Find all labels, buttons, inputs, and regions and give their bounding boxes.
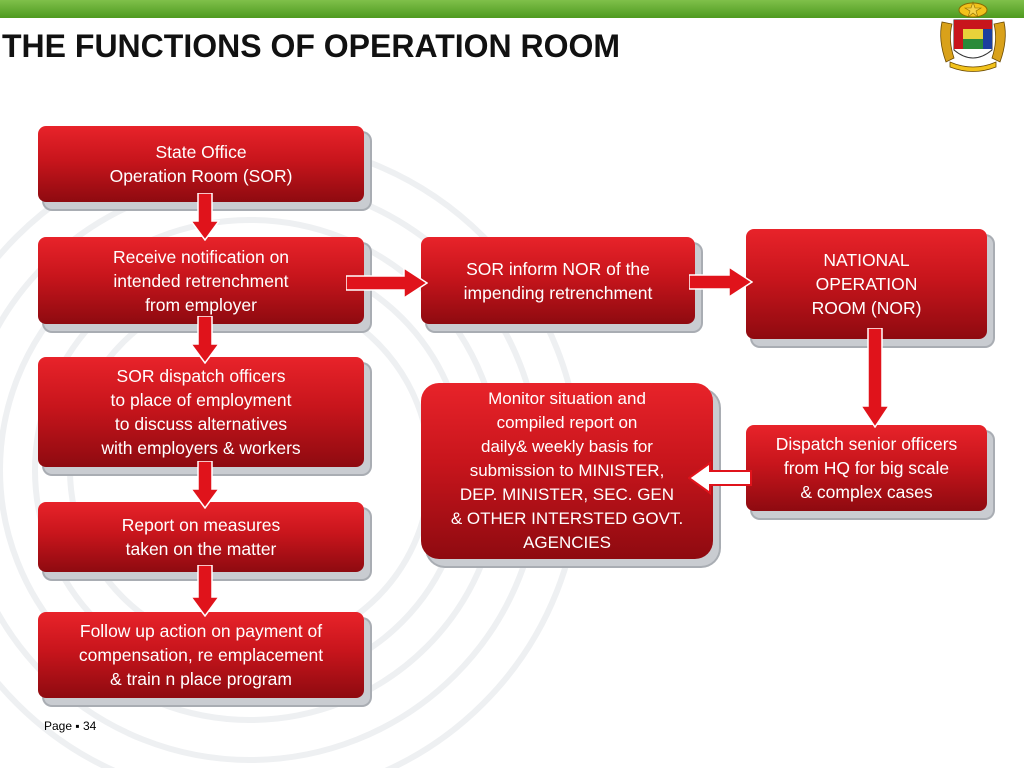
page-number: Page ▪ 34 [44,719,97,733]
box-receive-notification: Receive notification on intended retrenc… [38,237,364,324]
arrow-down-report-to-follow-up [190,565,220,617]
box-text: Monitor situation and compiled report on… [450,389,684,552]
box-text: SOR inform NOR of the impending retrench… [463,258,653,303]
arrow-right-inform-to-nor [689,266,753,298]
box-text: State Office Operation Room (SOR) [109,142,293,186]
box-sor-dispatch-officers: SOR dispatch officers to place of employ… [38,357,364,467]
box-state-office-operation-room: State Office Operation Room (SOR) [38,126,364,202]
top-accent-bar [0,0,1024,18]
box-report-on-measures: Report on measures taken on the matter [38,502,364,572]
box-dispatch-senior-officers: Dispatch senior officers from HQ for big… [746,425,987,511]
slide-title: THE FUNCTIONS OF OPERATION ROOM [2,28,621,64]
malaysia-coat-of-arms-icon [940,1,1006,72]
arrow-down-sor-to-receive [190,193,220,241]
box-text: Report on measures taken on the matter [121,515,281,559]
box-sor-inform-nor: SOR inform NOR of the impending retrench… [421,237,695,324]
box-monitor-situation: Monitor situation and compiled report on… [421,383,713,559]
box-national-operation-room: NATIONAL OPERATION ROOM (NOR) [746,229,987,339]
box-text: Receive notification on intended retrenc… [112,246,290,315]
arrow-down-receive-to-dispatch [190,316,220,364]
box-follow-up-action: Follow up action on payment of compensat… [38,612,364,698]
arrow-down-dispatch-to-report [190,461,220,509]
arrow-down-nor-to-senior [860,328,890,428]
box-text: Follow up action on payment of compensat… [78,621,324,689]
arrow-right-receive-to-inform [346,267,428,299]
box-text: Dispatch senior officers from HQ for big… [775,434,958,502]
arrow-left-senior-to-monitor [688,461,752,495]
box-text: SOR dispatch officers to place of employ… [101,366,301,458]
box-text: NATIONAL OPERATION ROOM (NOR) [811,250,922,318]
